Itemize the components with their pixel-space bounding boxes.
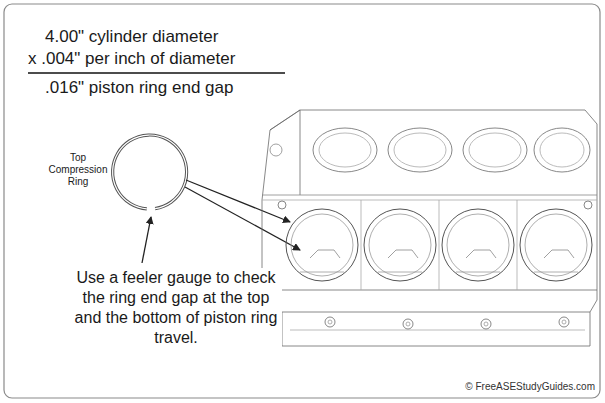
engine-block — [262, 110, 597, 346]
piston-ring — [113, 135, 187, 209]
formula-result: .016" piston ring end gap — [45, 78, 233, 98]
pointer-arrow — [142, 217, 151, 263]
formula-line: 4.00" cylinder diameter — [45, 27, 218, 47]
leader-line — [185, 187, 300, 250]
instruction-note: Use a feeler gauge to check the ring end… — [70, 268, 282, 348]
watermark: © FreeASEStudyGuides.com — [395, 381, 595, 392]
part-label: Top Compression Ring — [46, 152, 110, 188]
formula-line: x .004" per inch of diameter — [28, 49, 235, 69]
frame-border — [4, 4, 600, 398]
formula-rule — [28, 72, 285, 74]
